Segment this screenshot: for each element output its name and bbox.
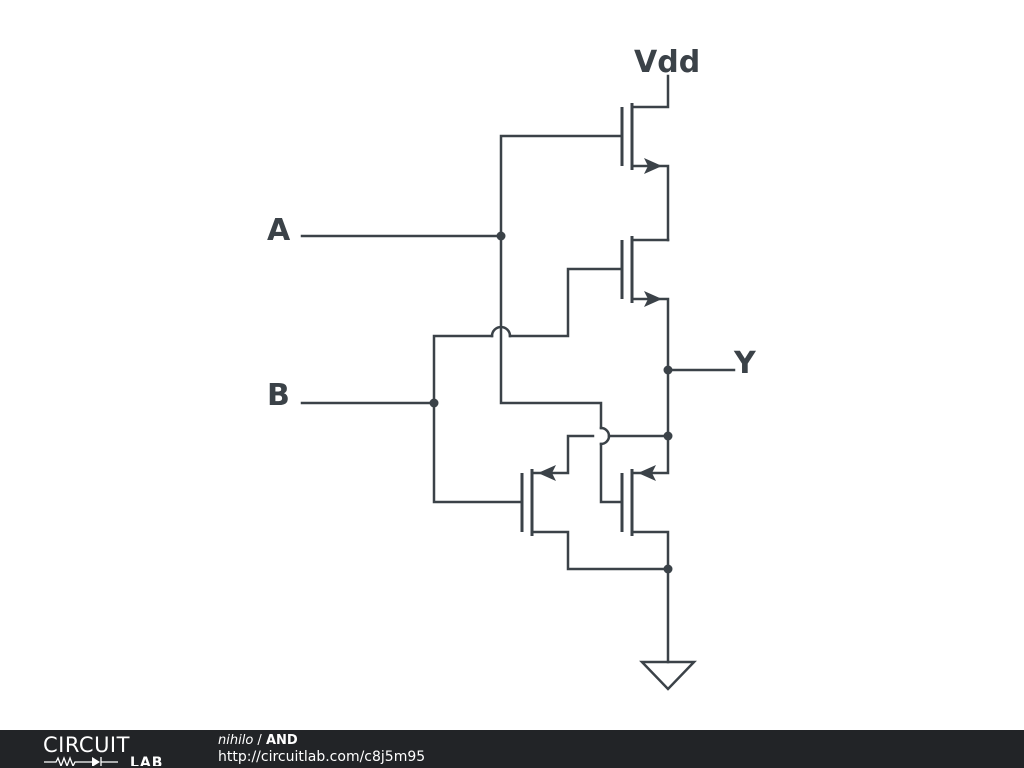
logo-text-circuit: CIRCUIT <box>43 733 130 757</box>
footer-bar: CIRCUIT LAB nihilo / AND http://circuitl… <box>0 730 1024 768</box>
pmos-transistor-1 <box>620 103 670 242</box>
output-y-label: Y <box>733 346 757 381</box>
output-y-wire <box>666 368 736 438</box>
author-link[interactable]: nihilo <box>218 733 254 748</box>
circuit-schematic: Vdd A B Y <box>267 45 757 691</box>
pmos-2-gate-wire <box>432 267 624 504</box>
nmos-transistor-1 <box>520 465 670 571</box>
circuitlab-logo[interactable]: CIRCUIT LAB <box>42 732 174 766</box>
pmos-1-gate-wire <box>499 134 624 238</box>
input-a-label: A <box>267 213 291 248</box>
nmos-transistor-2 <box>620 465 670 571</box>
footer-info: nihilo / AND http://circuitlab.com/c8j5m… <box>218 732 425 766</box>
logo-text-lab: LAB <box>130 755 163 766</box>
pmos-transistor-2 <box>620 236 670 372</box>
ground-icon <box>639 660 697 691</box>
resistor-diode-icon <box>44 756 118 766</box>
circuit-url-link[interactable]: http://circuitlab.com/c8j5m95 <box>218 749 426 765</box>
input-b-label: B <box>267 378 290 413</box>
title-separator: / <box>253 733 266 748</box>
vdd-label: Vdd <box>634 45 700 80</box>
junction-y <box>663 365 673 375</box>
junction-b <box>429 398 439 408</box>
junction-a <box>496 231 506 241</box>
input-a-wire <box>300 234 624 504</box>
junction-drain <box>663 431 673 441</box>
vdd-wire <box>630 74 670 109</box>
circuit-title[interactable]: AND <box>265 733 298 748</box>
